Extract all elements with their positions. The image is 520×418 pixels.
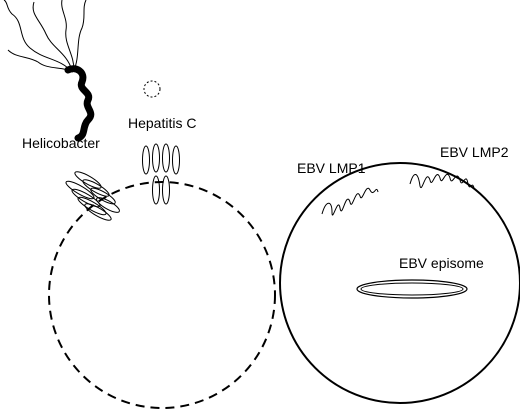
helicobacter-flagella xyxy=(3,0,87,73)
ebv-episome xyxy=(356,279,468,299)
ebv-lmp1-label: EBV LMP1 xyxy=(297,160,366,176)
hepatitis-c-receptors xyxy=(142,143,180,205)
left-cell-membrane xyxy=(48,181,276,409)
helicobacter-label: Helicobacter xyxy=(22,135,100,151)
ebv-lmp2-protein xyxy=(409,173,475,189)
hepatitis-c-virion xyxy=(143,80,161,98)
helicobacter-receptors xyxy=(65,171,120,221)
ebv-lmp2-label: EBV LMP2 xyxy=(440,144,509,160)
ebv-lmp1-protein xyxy=(321,187,379,216)
hepatitis-c-label: Hepatitis C xyxy=(128,115,197,131)
ebv-episome-label: EBV episome xyxy=(399,255,484,271)
right-cell-membrane xyxy=(279,162,520,404)
helicobacter-body xyxy=(64,65,95,142)
